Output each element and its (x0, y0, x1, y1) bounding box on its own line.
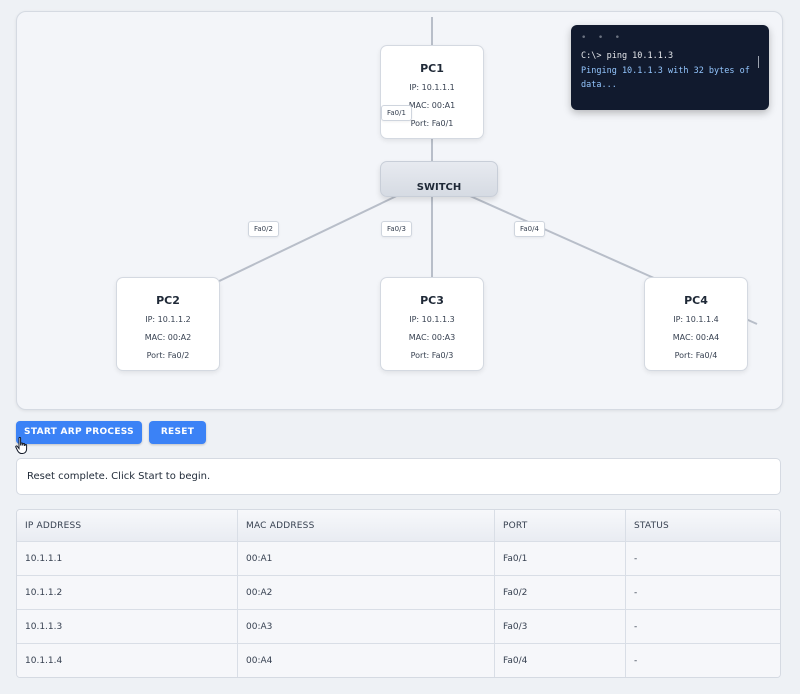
pc-name: PC2 (156, 294, 180, 307)
table-row: 10.1.1.2 00:A2 Fa0/2 - (17, 576, 780, 610)
terminal-output: Pinging 10.1.1.3 with 32 bytes of data..… (581, 66, 750, 90)
port-label-fa0-2: Fa0/2 (248, 221, 279, 237)
cell-status: - (634, 656, 638, 666)
cell-status: - (634, 621, 638, 632)
cell-ip: 10.1.1.1 (17, 542, 238, 575)
pc-mac: MAC: 00:A2 (144, 333, 192, 342)
cell-port: Fa0/1 (495, 542, 626, 575)
cell-status: - (634, 553, 638, 564)
pc-name: PC4 (684, 294, 708, 307)
reset-button[interactable]: RESET (149, 421, 206, 444)
pc-port: Port: Fa0/1 (410, 119, 454, 128)
switch-label: SWITCH (416, 182, 462, 193)
pc-mac: MAC: 00:A1 (408, 101, 456, 110)
table-row: 10.1.1.3 00:A3 Fa0/3 - (17, 610, 780, 644)
hand-pointer-icon (15, 437, 28, 454)
network-topology: PC1 IP: 10.1.1.1 MAC: 00:A1 Port: Fa0/1 … (16, 11, 783, 410)
pc-ip: IP: 10.1.1.4 (673, 315, 719, 324)
terminal-command: C:\> ping 10.1.1.3 (581, 51, 674, 61)
pc4-node[interactable]: PC4 IP: 10.1.1.4 MAC: 00:A4 Port: Fa0/4 (644, 277, 748, 371)
port-label-fa0-4: Fa0/4 (514, 221, 545, 237)
pc-name: PC3 (420, 294, 444, 307)
switch-node[interactable]: SWITCH (380, 161, 498, 197)
cell-mac: 00:A2 (238, 576, 495, 609)
cell-mac: 00:A4 (238, 644, 495, 677)
terminal-window: • • • C:\> ping 10.1.1.3 Pinging 10.1.1.… (571, 25, 769, 110)
pc2-node[interactable]: PC2 IP: 10.1.1.2 MAC: 00:A2 Port: Fa0/2 (116, 277, 220, 371)
pc-port: Port: Fa0/4 (674, 351, 718, 360)
cell-ip: 10.1.1.3 (17, 610, 238, 643)
start-arp-button[interactable]: START ARP PROCESS (16, 421, 142, 444)
header-status: STATUS (634, 520, 669, 531)
pc-mac: MAC: 00:A3 (408, 333, 456, 342)
cell-port: Fa0/4 (495, 644, 626, 677)
header-ip-address: IP ADDRESS (17, 510, 238, 541)
pc-port: Port: Fa0/3 (410, 351, 454, 360)
cell-status: - (634, 587, 638, 598)
pc-name: PC1 (420, 62, 444, 75)
pc-ip: IP: 10.1.1.3 (409, 315, 455, 324)
pc-ip: IP: 10.1.1.1 (409, 83, 455, 92)
arp-table: IP ADDRESS MAC ADDRESS PORT STATUS 10.1.… (16, 509, 781, 678)
status-message: Reset complete. Click Start to begin. (16, 458, 781, 495)
pc-port: Port: Fa0/2 (146, 351, 190, 360)
pc3-node[interactable]: PC3 IP: 10.1.1.3 MAC: 00:A3 Port: Fa0/3 (380, 277, 484, 371)
pc-mac: MAC: 00:A4 (672, 333, 720, 342)
pc-ip: IP: 10.1.1.2 (145, 315, 191, 324)
port-label-fa0-1: Fa0/1 (381, 105, 412, 121)
cell-mac: 00:A3 (238, 610, 495, 643)
text-cursor (758, 56, 759, 68)
cell-ip: 10.1.1.4 (17, 644, 238, 677)
table-header: IP ADDRESS MAC ADDRESS PORT STATUS (17, 510, 780, 542)
pc1-node[interactable]: PC1 IP: 10.1.1.1 MAC: 00:A1 Port: Fa0/1 (380, 45, 484, 139)
table-row: 10.1.1.1 00:A1 Fa0/1 - (17, 542, 780, 576)
cell-port: Fa0/2 (495, 576, 626, 609)
cell-ip: 10.1.1.2 (17, 576, 238, 609)
table-row: 10.1.1.4 00:A4 Fa0/4 - (17, 644, 780, 677)
window-dots: • • • (581, 33, 624, 43)
cell-port: Fa0/3 (495, 610, 626, 643)
cell-mac: 00:A1 (238, 542, 495, 575)
header-port: PORT (495, 510, 626, 541)
header-mac-address: MAC ADDRESS (238, 510, 495, 541)
port-label-fa0-3: Fa0/3 (381, 221, 412, 237)
